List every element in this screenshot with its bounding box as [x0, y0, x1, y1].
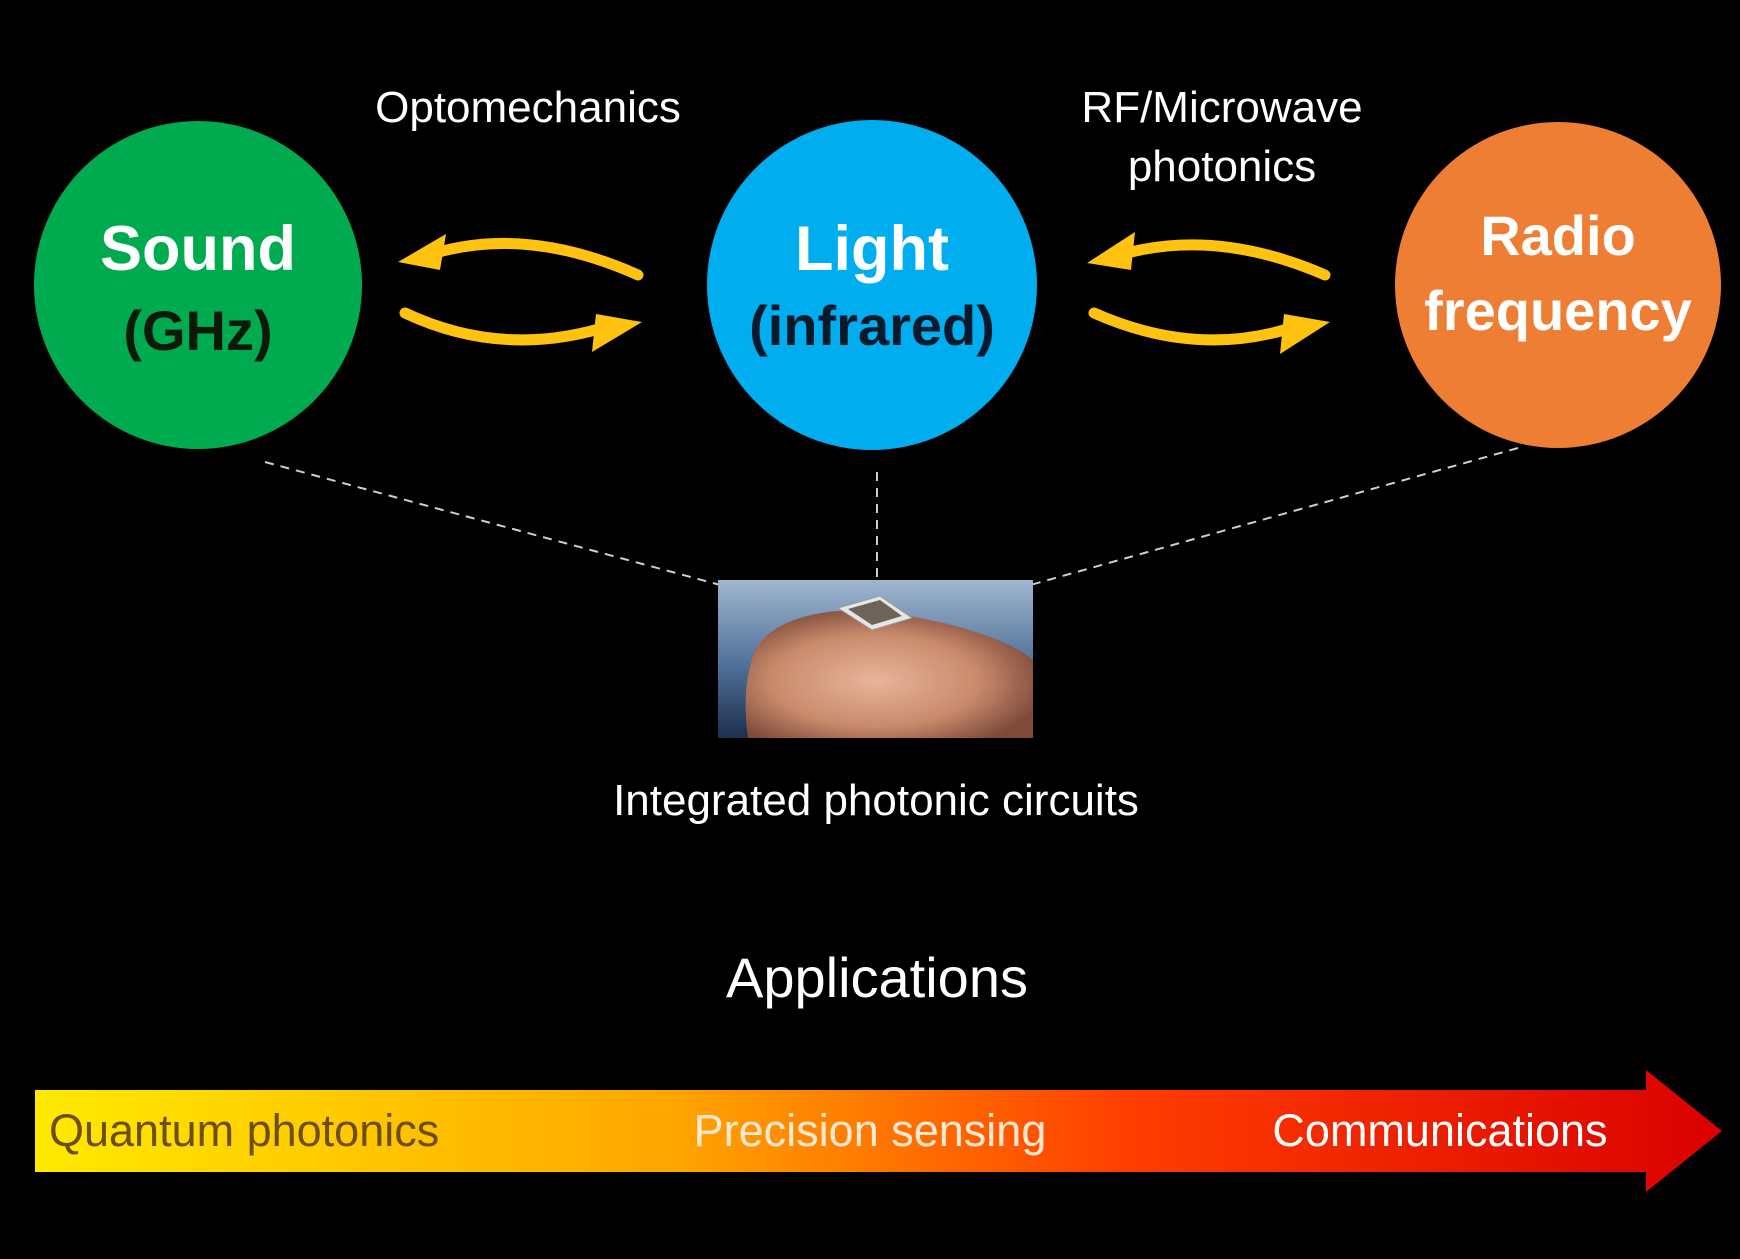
- arrow-light-to-radio-icon: [1088, 307, 1306, 346]
- rf-photonics-arrows: [1087, 232, 1331, 354]
- application-precision-sensing: Precision sensing: [694, 1105, 1047, 1156]
- light-subtitle: (infrared): [749, 294, 995, 357]
- arrow-sound-to-light-head: [592, 314, 642, 352]
- fingertip-shape: [745, 610, 1033, 738]
- radio-node: Radio frequency: [1395, 122, 1721, 448]
- arrow-sound-to-light-icon: [399, 307, 618, 346]
- radio-title-line1: Radio: [1480, 204, 1636, 267]
- radio-title-line2: frequency: [1424, 279, 1692, 342]
- optomechanics-label: Optomechanics: [375, 83, 681, 132]
- rf-microwave-label-line2: photonics: [1128, 142, 1316, 191]
- sound-circle: [34, 121, 362, 449]
- arrow-radio-to-light-icon: [1104, 239, 1331, 281]
- sound-subtitle: (GHz): [123, 299, 272, 362]
- optomechanics-arrows: [398, 234, 644, 352]
- chip-photo: [718, 580, 1033, 738]
- sound-node: Sound (GHz): [34, 121, 362, 449]
- light-node: Light (infrared): [707, 120, 1037, 450]
- arrow-light-to-radio-head: [1280, 314, 1330, 354]
- sound-title: Sound: [100, 214, 296, 284]
- applications-gradient-arrow: [35, 1070, 1722, 1192]
- arrow-light-to-sound-icon: [414, 238, 644, 281]
- light-title: Light: [795, 214, 949, 284]
- application-quantum-photonics: Quantum photonics: [49, 1105, 439, 1156]
- radio-circle: [1395, 122, 1721, 448]
- connector-sound-to-chip: [264, 461, 836, 617]
- rf-microwave-label-line1: RF/Microwave: [1081, 83, 1362, 132]
- application-communications: Communications: [1272, 1105, 1607, 1156]
- arrow-radio-to-light-head: [1087, 232, 1135, 270]
- applications-arrow: Quantum photonics Precision sensing Comm…: [35, 1070, 1722, 1192]
- applications-heading: Applications: [726, 946, 1028, 1009]
- light-circle: [707, 120, 1037, 450]
- chip-die: [848, 600, 902, 625]
- arrow-light-to-sound-head: [398, 234, 446, 270]
- chip-caption: Integrated photonic circuits: [613, 776, 1139, 825]
